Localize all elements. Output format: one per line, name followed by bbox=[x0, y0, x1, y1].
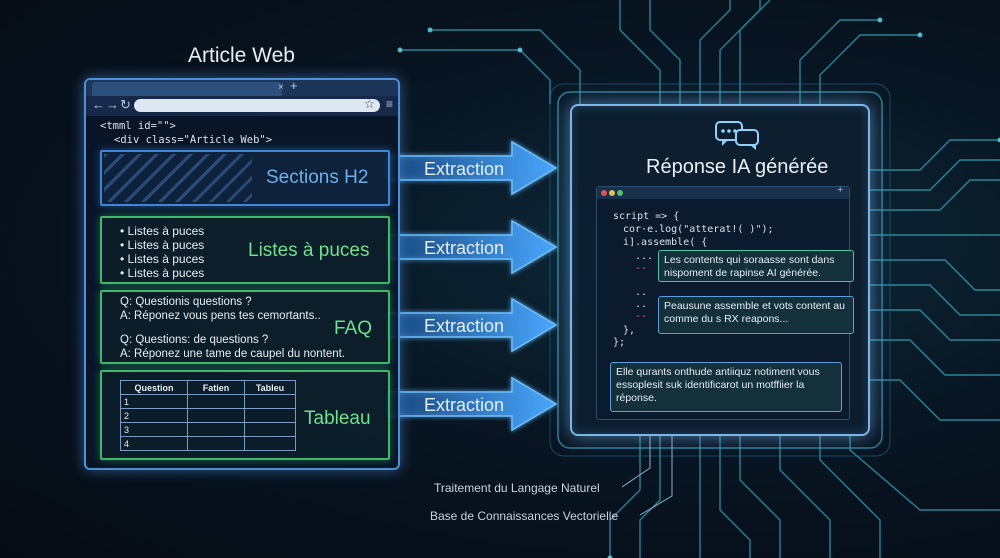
bullet-item: • Listes à puces bbox=[120, 266, 205, 280]
url-bar[interactable]: ☆ bbox=[134, 97, 380, 112]
table-header: Tableu bbox=[244, 380, 296, 395]
star-icon[interactable]: ☆ bbox=[364, 97, 375, 111]
code-line: }; bbox=[613, 337, 626, 348]
faq-line: A: Réponez une tame de caupel du nontent… bbox=[120, 348, 346, 360]
tab-bar: × + bbox=[86, 78, 398, 96]
response-bubble-3: Elle qurants onthude antiiquz notiment v… bbox=[610, 362, 842, 412]
minimize-dot-icon[interactable] bbox=[609, 190, 615, 196]
close-icon[interactable]: × bbox=[278, 82, 284, 93]
code-line: .. bbox=[635, 287, 648, 298]
section-h2: Sections H2 bbox=[100, 150, 390, 206]
table-row: 4 bbox=[120, 436, 296, 451]
browser-tab[interactable]: × bbox=[92, 82, 284, 96]
table-header-row: Question Fatien Tableu bbox=[120, 380, 296, 395]
code-line: -- bbox=[635, 311, 648, 322]
hatch-placeholder bbox=[104, 154, 252, 202]
code-line: .. bbox=[635, 299, 648, 310]
table-header: Question bbox=[120, 380, 188, 395]
section-table-label: Tableau bbox=[304, 408, 371, 429]
section-faq-label: FAQ bbox=[334, 318, 373, 339]
panel-title: Réponse IA générée bbox=[646, 156, 829, 178]
response-bubble-1: Les contents qui soraasse sont dans nisp… bbox=[658, 250, 854, 282]
response-bubble-2: Peausune assemble et vots content au com… bbox=[658, 296, 854, 334]
table-cell bbox=[187, 408, 245, 423]
faq-line: Q: Questionis questions ? bbox=[120, 296, 252, 308]
table-cell bbox=[244, 436, 296, 451]
section-lists: • Listes à puces • Listes à puces • List… bbox=[100, 216, 390, 284]
bullet-item: • Listes à puces bbox=[120, 224, 205, 238]
extraction-label: Extraction bbox=[424, 159, 505, 179]
forward-icon[interactable]: → bbox=[106, 97, 119, 112]
add-icon[interactable]: + bbox=[837, 184, 844, 196]
table-row: 1 bbox=[120, 394, 296, 409]
chat-bubbles-icon bbox=[715, 121, 759, 150]
code-window-bar: + bbox=[597, 184, 849, 199]
table-cell bbox=[187, 436, 245, 451]
table-cell: 1 bbox=[120, 394, 188, 409]
table-cell: 4 bbox=[120, 436, 188, 451]
extraction-label: Extraction bbox=[424, 316, 505, 336]
section-h2-label: Sections H2 bbox=[266, 167, 369, 188]
table-cell: 3 bbox=[120, 422, 188, 437]
close-dot-icon[interactable] bbox=[601, 190, 607, 196]
code-line: -- bbox=[635, 263, 648, 274]
faq-line: Q: Questions: de questions ? bbox=[120, 334, 269, 346]
table-row: 3 bbox=[120, 422, 296, 437]
vector-kb-label: Base de Connaissances Vectorielle bbox=[430, 509, 619, 523]
reload-icon[interactable]: ↻ bbox=[120, 97, 131, 112]
faq-line: A: Réponez vous pens tes cemortants.. bbox=[120, 310, 321, 322]
code-line-2: <div class="Article Web"> bbox=[114, 134, 273, 146]
table-cell bbox=[187, 422, 245, 437]
code-line: cor·e.log("atterat!( )"); bbox=[623, 224, 774, 235]
code-line: ... bbox=[635, 251, 654, 262]
code-line: script => { bbox=[613, 211, 680, 222]
section-lists-label: Listes à puces bbox=[248, 240, 370, 261]
back-icon[interactable]: ← bbox=[92, 97, 105, 112]
code-line: }, bbox=[623, 325, 636, 336]
ai-response-panel: Réponse IA générée + script => { cor·e.l… bbox=[570, 104, 870, 436]
table-cell bbox=[244, 422, 296, 437]
section-faq: Q: Questionis questions ? A: Réponez vou… bbox=[100, 290, 390, 364]
table-row: 2 bbox=[120, 408, 296, 423]
table-cell bbox=[244, 408, 296, 423]
new-tab-icon[interactable]: + bbox=[290, 78, 298, 93]
data-table: Question Fatien Tableu 1 2 3 4 bbox=[120, 380, 296, 451]
section-table: Question Fatien Tableu 1 2 3 4 Tableau bbox=[100, 370, 390, 460]
menu-icon[interactable]: ≡ bbox=[386, 97, 394, 111]
table-cell bbox=[244, 394, 296, 409]
article-web-title: Article Web bbox=[188, 44, 295, 67]
nav-bar: ← → ↻ ☆ ≡ bbox=[86, 96, 398, 116]
code-line: i].assemble( { bbox=[623, 237, 708, 248]
bullet-item: • Listes à puces bbox=[120, 252, 205, 266]
maximize-dot-icon[interactable] bbox=[617, 190, 623, 196]
bullet-item: • Listes à puces bbox=[120, 238, 205, 252]
table-header: Fatien bbox=[187, 380, 245, 395]
extraction-label: Extraction bbox=[424, 238, 505, 258]
nlp-label: Traitement du Langage Naturel bbox=[434, 481, 600, 495]
table-cell bbox=[187, 394, 245, 409]
code-line-1: <tmml id=""> bbox=[100, 120, 176, 132]
extraction-label: Extraction bbox=[424, 395, 505, 415]
table-cell: 2 bbox=[120, 408, 188, 423]
